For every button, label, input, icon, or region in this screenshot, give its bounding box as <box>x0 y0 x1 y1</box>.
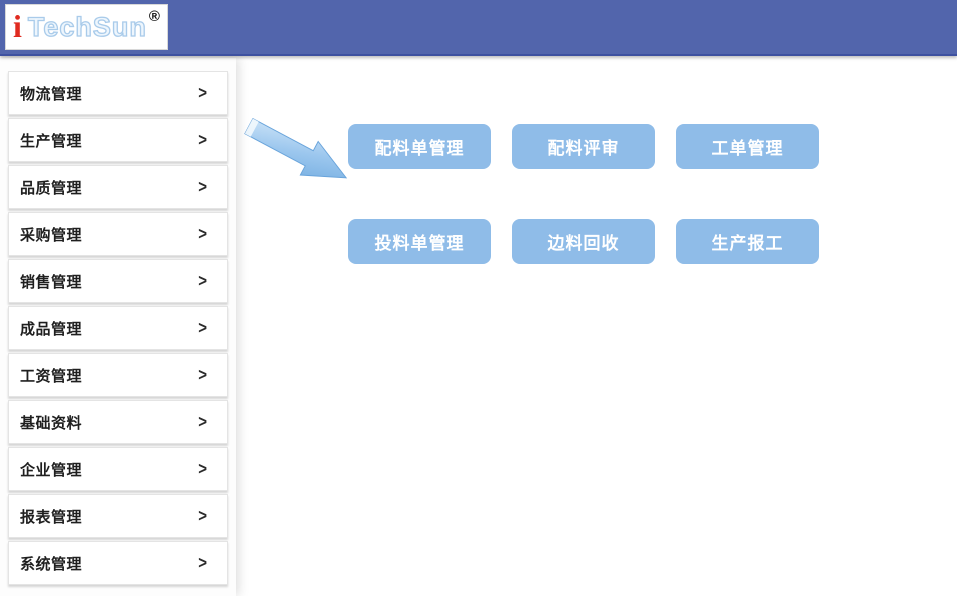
sidebar-item-label: 工资管理 <box>20 367 83 385</box>
chevron-right-icon: > <box>198 459 207 479</box>
logo-i-mark: i <box>13 8 22 44</box>
feeding-list-management-button[interactable]: 投料单管理 <box>348 219 491 264</box>
chevron-right-icon: > <box>198 553 207 573</box>
sidebar-item-logistics[interactable]: 物流管理 > <box>8 71 228 115</box>
sidebar-item-label: 物流管理 <box>20 85 83 103</box>
sidebar-item-base-data[interactable]: 基础资料 > <box>8 400 228 444</box>
chevron-right-icon: > <box>198 177 207 197</box>
chevron-right-icon: > <box>198 224 207 244</box>
module-button-grid: 配料单管理 配料评审 工单管理 投料单管理 边料回收 生产报工 <box>348 124 819 264</box>
sidebar-item-label: 成品管理 <box>20 320 83 338</box>
sidebar-item-finished-goods[interactable]: 成品管理 > <box>8 306 228 350</box>
chevron-right-icon: > <box>198 130 207 150</box>
sidebar-item-reports[interactable]: 报表管理 > <box>8 494 228 538</box>
logo-brand-text: TechSun <box>27 11 147 42</box>
chevron-right-icon: > <box>198 506 207 526</box>
sidebar-item-payroll[interactable]: 工资管理 > <box>8 353 228 397</box>
chevron-right-icon: > <box>198 412 207 432</box>
chevron-right-icon: > <box>198 271 207 291</box>
registered-trademark-icon: ® <box>148 8 160 25</box>
sidebar-item-purchasing[interactable]: 采购管理 > <box>8 212 228 256</box>
sidebar-item-sales[interactable]: 销售管理 > <box>8 259 228 303</box>
app-header: i TechSun ® <box>0 0 957 56</box>
sidebar-menu: 物流管理 > 生产管理 > 品质管理 > 采购管理 > 销售管理 > 成品管理 … <box>0 58 236 596</box>
sidebar-item-system[interactable]: 系统管理 > <box>8 541 228 585</box>
chevron-right-icon: > <box>198 83 207 103</box>
batching-review-button[interactable]: 配料评审 <box>512 124 655 169</box>
pointer-arrow-icon <box>244 117 348 179</box>
sidebar-item-quality[interactable]: 品质管理 > <box>8 165 228 209</box>
work-order-management-button[interactable]: 工单管理 <box>676 124 819 169</box>
sidebar-item-label: 采购管理 <box>20 226 83 244</box>
sidebar-item-label: 基础资料 <box>20 414 83 432</box>
sidebar-item-production[interactable]: 生产管理 > <box>8 118 228 162</box>
sidebar-item-label: 企业管理 <box>20 461 83 479</box>
company-logo: i TechSun ® <box>5 4 168 50</box>
sidebar-item-label: 系统管理 <box>20 555 83 573</box>
sidebar-item-label: 报表管理 <box>20 508 83 526</box>
batching-list-management-button[interactable]: 配料单管理 <box>348 124 491 169</box>
chevron-right-icon: > <box>198 365 207 385</box>
sidebar-item-enterprise[interactable]: 企业管理 > <box>8 447 228 491</box>
sidebar-item-label: 品质管理 <box>20 179 83 197</box>
main-content: 配料单管理 配料评审 工单管理 投料单管理 边料回收 生产报工 <box>236 56 957 596</box>
scrap-recycling-button[interactable]: 边料回收 <box>512 219 655 264</box>
sidebar-item-label: 销售管理 <box>20 273 83 291</box>
production-reporting-button[interactable]: 生产报工 <box>676 219 819 264</box>
chevron-right-icon: > <box>198 318 207 338</box>
sidebar-item-label: 生产管理 <box>20 132 83 150</box>
